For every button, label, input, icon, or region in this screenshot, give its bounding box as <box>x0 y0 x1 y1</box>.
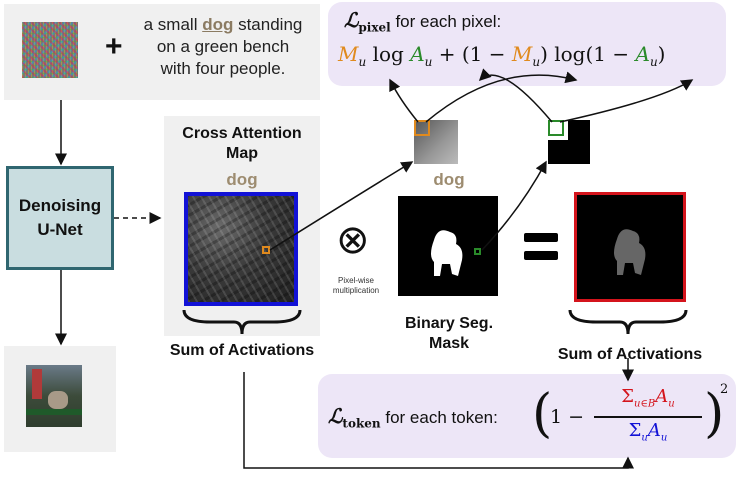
sum-activations-left: Sum of Activations <box>169 342 315 359</box>
noise-image <box>22 22 78 78</box>
loss-token-title: ℒtoken for each token: <box>328 404 498 431</box>
prompt-text: standing <box>233 15 303 34</box>
attention-patch-marker <box>262 246 270 254</box>
binary-seg-label: Binary Seg. Mask <box>404 315 494 352</box>
crop-token-label: dog <box>433 170 465 189</box>
prompt-line-2: on a green bench <box>156 37 290 56</box>
equals-sign <box>524 233 558 261</box>
masked-activation-result <box>574 192 686 302</box>
text-prompt: a small dog standing on a green bench wi… <box>128 14 318 80</box>
multiply-label: Pixel-wise multiplication <box>332 276 380 295</box>
cross-attention-token: dog <box>226 170 258 189</box>
attention-crop <box>414 120 458 164</box>
cross-attention-map <box>184 192 298 306</box>
cross-attention-title: Cross Attention Map <box>182 125 302 162</box>
denoising-unet-block: Denoising U-Net <box>6 166 114 270</box>
mask-crop <box>548 120 590 164</box>
multiply-symbol: ⊗ <box>336 218 370 262</box>
brace-left <box>182 309 302 335</box>
loss-pixel-panel <box>328 2 726 86</box>
loss-pixel-equation: Mu log Au + (1 − Mu) log(1 − Au) <box>338 42 666 69</box>
unet-label-line-1: Denoising <box>18 196 102 215</box>
prompt-line-3: with four people. <box>160 59 286 78</box>
brace-right <box>568 309 688 335</box>
binary-seg-mask <box>398 196 498 296</box>
unet-label-line-2: U-Net <box>37 220 83 239</box>
prompt-token-dog: dog <box>202 15 234 34</box>
loss-pixel-title: ℒpixel for each pixel: <box>344 8 502 35</box>
generated-image <box>26 365 82 427</box>
plus-sign: + <box>105 30 123 63</box>
prompt-text: a small <box>143 15 203 34</box>
sum-activations-right: Sum of Activations <box>557 346 703 363</box>
loss-token-equation: ( 1 − Σu∈BAu ΣuAu ) 2 <box>532 382 729 444</box>
